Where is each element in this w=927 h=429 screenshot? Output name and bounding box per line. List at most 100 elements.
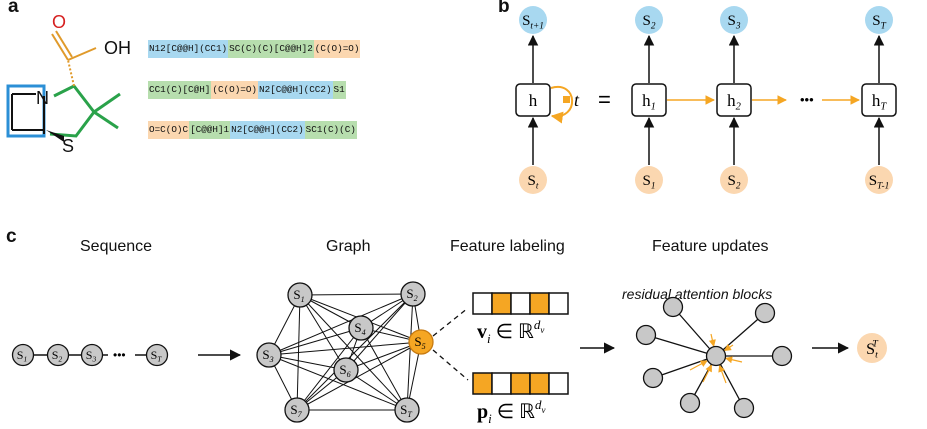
graph-edge [296,341,422,411]
input-state-node [865,166,893,194]
smiles-fragment-orange: (C(O)=O) [211,81,259,99]
input-state-label: ST-1 [869,173,890,191]
graph-node [333,357,359,383]
graph-edge [296,293,414,411]
sequence-ellipsis: ••• [113,348,126,362]
graph-node [284,397,310,423]
graph-node-label: ST [400,402,412,419]
v-vector-cell [491,292,512,315]
hidden-state-box [716,83,752,117]
p-formula: pi ∈ ℝdv [477,397,546,426]
attention-arrow [689,360,708,371]
attention-arrow [702,364,713,383]
hidden-state-label: h [529,91,538,110]
hidden-state-box [515,83,551,117]
attention-arrow [708,333,716,347]
smiles-row: CC1(C)[C@H](C(O)=O)N2[C@@H](CC2)S1 [148,81,346,99]
smiles-fragment-green: S1 [332,81,346,99]
feature-vectors: vi ∈ ℝdv pi ∈ ℝdv [472,292,569,426]
output-state-label: ST [872,13,886,31]
graph-edge [296,327,362,411]
smiles-fragment-orange: (C(O)=O) [313,40,361,58]
star-leaf-node [662,296,684,318]
graph-node [408,329,434,355]
output-node: StT [857,333,887,363]
attention-star-graph [635,296,793,419]
input-state-node [635,166,663,194]
output-node-circle [857,333,887,363]
atom-O: O [52,12,66,32]
attention-arrow [723,344,734,352]
graph-node [348,315,374,341]
output-state-label: St+1 [522,13,544,31]
star-leaf-node [679,392,701,414]
smiles-fragment-blue: N2[C@@H](CC2) [258,81,333,99]
attention-arrow [718,364,727,384]
input-state-node [519,166,547,194]
output-state-node [865,6,893,34]
hidden-state-box [631,83,667,117]
output-state-label: S3 [728,13,741,31]
star-edge [645,334,717,357]
graph-node [400,281,426,307]
sequence-node-label: S2 [52,348,63,364]
stage-title-feature-updates: Feature updates [652,238,769,255]
input-state-label: St [528,173,539,191]
hidden-state-box [861,83,897,117]
graph-node-label: S1 [293,287,304,304]
graph-edge [268,354,347,371]
residual-attention-note: residual attention blocks [622,286,773,302]
graph-node [287,282,313,308]
smiles-fragment-blue: N2[C@@H](CC2) [230,121,305,139]
smiles-row: N12[C@@H](CC1)SC(C)(C)[C@@H]2(C(O)=O) [148,40,361,58]
star-leaf-node [754,302,776,324]
graph-node-label: S3 [262,347,273,364]
v-vector-cell [548,292,569,315]
output-state-label: S2 [643,13,656,31]
star-edge [652,355,717,379]
graph-node [256,342,282,368]
graph-node-label: S7 [290,402,302,419]
sequence-node-label: S3 [86,348,97,364]
thiazolidine-highlight [49,84,96,138]
dashed-connector [432,307,469,337]
v-formula: vi ∈ ℝdv [477,317,544,346]
hidden-state-label: hT [872,91,888,113]
sequence-node-label: S1 [17,348,27,364]
hidden-state-label: h1 [642,91,656,113]
p-vector-cell [472,372,493,395]
smiles-fragment-green: [C@@H]1 [189,121,231,139]
p-vector-cell [491,372,512,395]
output-state-node [720,6,748,34]
star-edge [672,306,717,357]
graph-edge [360,327,408,411]
output-node-label: StT [866,338,879,360]
output-state-node [519,6,547,34]
sequence-node [11,343,35,367]
input-state-label: S1 [643,173,656,191]
sequence-node [145,343,169,367]
graph-edge [268,293,414,356]
v-vector-cell [529,292,550,315]
atom-OH: OH [104,38,131,58]
sequence-node [46,343,70,367]
output-state-node [635,6,663,34]
attention-arrow [725,356,743,364]
input-state-label: S2 [728,173,741,191]
smiles-fragment-green: SC(C)(C)[C@@H]2 [228,40,314,58]
graph-node [394,397,420,423]
v-vector-cell [510,292,531,315]
p-vector-cell [548,372,569,395]
smiles-fragment-green: CC1(C)[C@H] [148,81,212,99]
graph-node-label: S4 [354,320,365,337]
smiles-fragment-orange: O=C(O)C [148,121,190,139]
graph-edge [268,354,408,411]
sequence-node [80,343,104,367]
panel-c-label: c [6,226,17,247]
star-leaf-node [771,345,793,367]
smiles-fragment-green: SC1(C)(C) [304,121,357,139]
